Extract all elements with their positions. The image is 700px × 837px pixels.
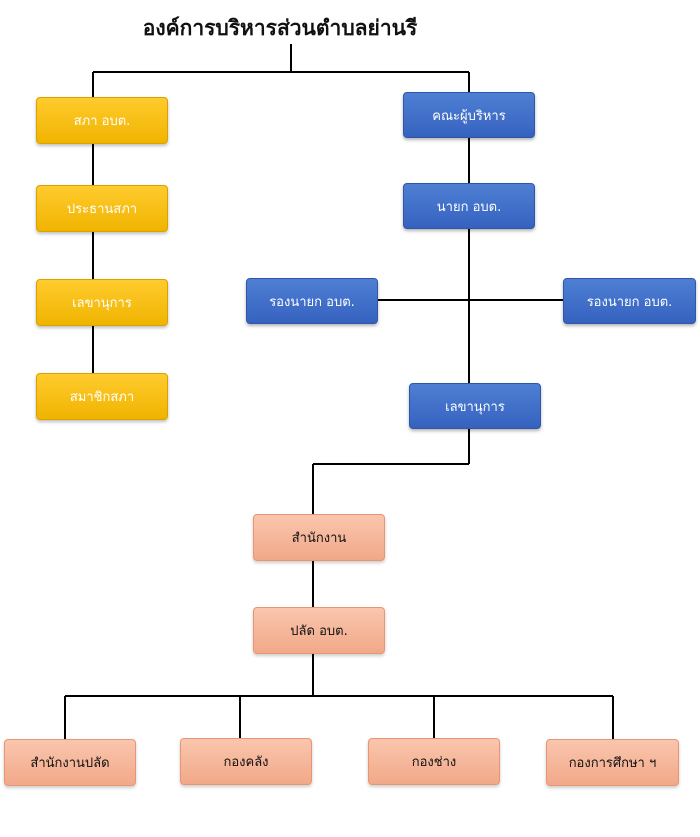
division-box: กองคลัง <box>180 738 312 785</box>
chief-clerk-box: ปลัด อบต. <box>253 607 385 654</box>
deputy-mayor-right-box: รองนายก อบต. <box>563 278 696 324</box>
deputy-mayor-left-label: รองนายก อบต. <box>269 294 355 310</box>
chief-clerk-label: ปลัด อบต. <box>290 624 348 639</box>
division-label: สำนักงานปลัด <box>30 756 110 771</box>
deputy-mayor-right-label: รองนายก อบต. <box>586 294 673 310</box>
office-box: สำนักงาน <box>253 514 385 561</box>
division-label: กองการศึกษา ฯ <box>568 756 657 771</box>
division-label: กองคลัง <box>223 755 269 770</box>
council-secretary-label: เลขานุการ <box>72 296 132 311</box>
page-title: องค์การบริหารส่วนตำบลย่านรี <box>142 16 418 40</box>
council-member-box: สมาชิกสภา <box>36 373 168 420</box>
council-label: สภา อบต. <box>73 114 131 129</box>
division-box: กองช่าง <box>368 738 500 785</box>
mayor-box: นายก อบต. <box>403 183 535 229</box>
office-label: สำนักงาน <box>291 531 347 546</box>
division-box: สำนักงานปลัด <box>4 739 136 786</box>
council-secretary-box: เลขานุการ <box>36 279 168 326</box>
executive-secretary-label: เลขานุการ <box>445 399 505 415</box>
division-box: กองการศึกษา ฯ <box>546 739 679 786</box>
division-label: กองช่าง <box>411 755 457 770</box>
council-member-label: สมาชิกสภา <box>69 390 135 405</box>
council-box: สภา อบต. <box>36 97 168 144</box>
mayor-label: นายก อบต. <box>436 199 502 215</box>
council-chair-label: ประธานสภา <box>66 202 138 217</box>
executive-board-box: คณะผู้บริหาร <box>403 92 535 138</box>
council-chair-box: ประธานสภา <box>36 185 168 232</box>
executive-board-label: คณะผู้บริหาร <box>432 108 506 124</box>
executive-secretary-box: เลขานุการ <box>409 383 541 429</box>
deputy-mayor-left-box: รองนายก อบต. <box>246 278 378 324</box>
